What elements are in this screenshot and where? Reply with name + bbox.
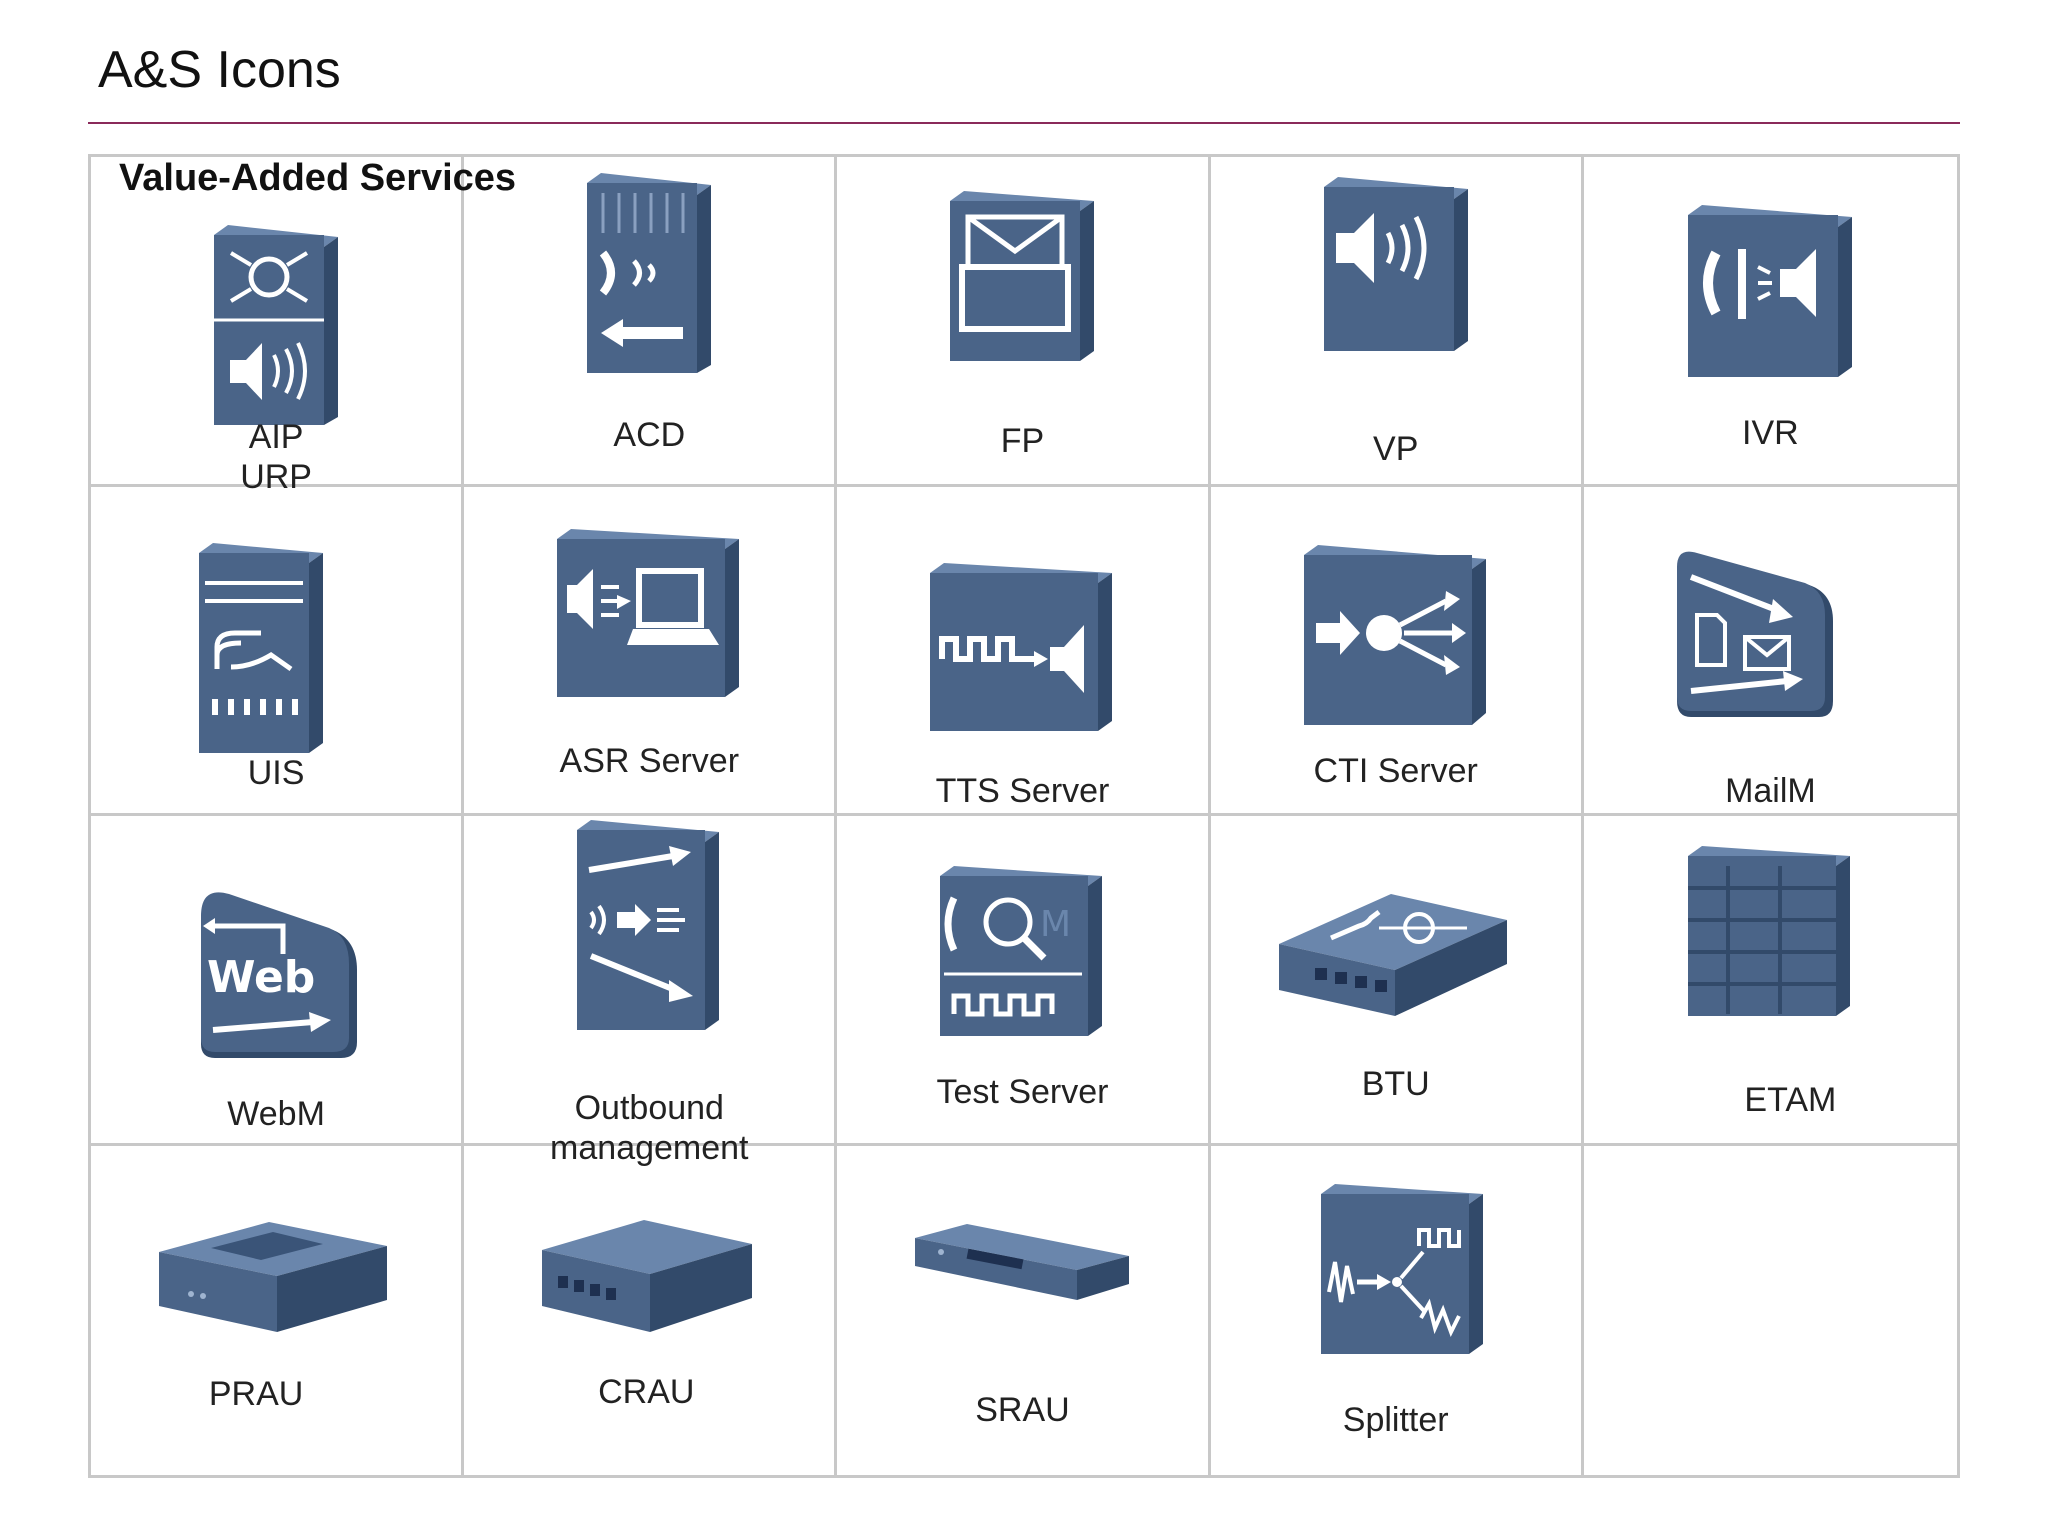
vp-icon	[1316, 175, 1476, 355]
icon-cell-etam: ETAM	[1583, 816, 1957, 1146]
icon-label: Splitter	[1342, 1400, 1449, 1439]
icon-label: AIP URP	[240, 418, 312, 496]
srau-icon	[907, 1216, 1137, 1316]
cti-server-icon	[1296, 541, 1496, 731]
crau-icon	[534, 1214, 764, 1344]
svg-text:M: M	[1040, 904, 1071, 945]
tts-server-icon	[922, 559, 1122, 739]
icon-grid: Value-Added Services AIP URP	[88, 154, 1960, 1478]
icon-cell-prau: PRAU	[91, 1145, 465, 1475]
icon-label: Outbound management	[550, 1089, 749, 1167]
icon-cell-mailm: MailM	[1583, 487, 1957, 816]
uis-icon	[191, 542, 331, 753]
icon-label: CRAU	[598, 1372, 695, 1411]
section-title: Value-Added Services	[119, 157, 517, 199]
btu-icon	[1271, 890, 1521, 1020]
asr-server-icon	[549, 525, 749, 705]
icon-label: ETAM	[1744, 1081, 1837, 1119]
icon-label: PRAU	[208, 1374, 304, 1413]
page-title: A&S Icons	[98, 41, 341, 99]
icon-cell-ivr: IVR	[1583, 157, 1957, 487]
aip-urp-icon	[206, 225, 346, 425]
icon-label: FP	[1000, 422, 1045, 460]
icon-cell-crau: CRAU	[464, 1145, 838, 1475]
mailm-icon	[1669, 541, 1849, 731]
ivr-icon	[1680, 203, 1860, 383]
icon-cell-acd: ACD	[464, 157, 838, 487]
icon-label: ASR Server	[559, 741, 740, 780]
icon-cell-outbound-management: Outbound management	[464, 816, 838, 1167]
splitter-icon	[1313, 1182, 1493, 1362]
acd-icon	[579, 173, 719, 373]
icon-cell-srau: SRAU	[837, 1145, 1211, 1475]
title-divider	[88, 122, 1960, 124]
prau-icon	[151, 1214, 401, 1344]
test-server-icon: M	[932, 864, 1112, 1044]
etam-icon	[1680, 844, 1860, 1024]
icon-cell-aip-urp: Value-Added Services AIP URP	[91, 157, 516, 496]
icon-label: TTS Server	[935, 771, 1110, 810]
empty-cell	[1584, 1146, 1957, 1476]
icon-cell-asr-server: ASR Server	[464, 486, 838, 816]
fp-icon	[942, 189, 1102, 369]
outbound-management-icon	[569, 820, 729, 1030]
icon-cell-webm: Web WebM	[91, 816, 465, 1146]
icon-cell-tts-server: TTS Server	[837, 486, 1211, 816]
icon-label: BTU	[1361, 1065, 1430, 1103]
icon-label: IVR	[1742, 414, 1799, 452]
icon-label: CTI Server	[1313, 751, 1478, 790]
icon-label: VP	[1373, 430, 1419, 468]
webm-icon: Web	[193, 880, 373, 1070]
icon-cell-cti-server: CTI Server	[1210, 486, 1584, 816]
svg-text:Web: Web	[207, 952, 315, 1003]
icon-cell-vp: VP	[1210, 157, 1584, 487]
icon-cell-test-server: M Test Server	[837, 816, 1211, 1146]
icon-label: ACD	[613, 416, 686, 454]
icon-cell-splitter: Splitter	[1211, 1145, 1584, 1475]
icon-cell-uis: UIS	[91, 486, 465, 816]
icon-label: Test Server	[936, 1073, 1109, 1111]
icon-cell-fp: FP	[837, 157, 1211, 487]
icon-label: SRAU	[975, 1390, 1070, 1429]
icon-label: MailM	[1725, 771, 1816, 810]
icon-label: WebM	[227, 1095, 325, 1133]
icon-cell-btu: BTU	[1210, 816, 1584, 1146]
icon-label: UIS	[247, 753, 305, 792]
